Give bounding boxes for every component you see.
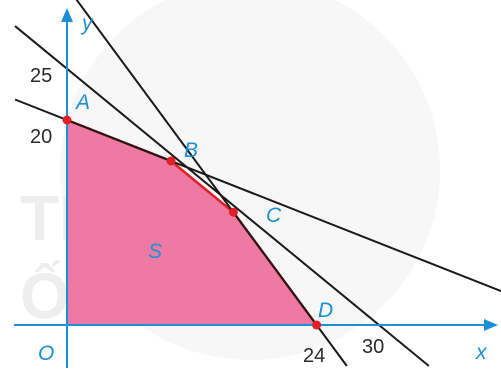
vertex-a [62,115,72,125]
y-axis-arrow-icon [61,8,73,22]
y-axis-label: y [80,12,94,35]
vertex-b [166,156,176,166]
vertex-label-a: A [74,91,90,114]
y-tick-20: 20 [30,126,52,148]
line-through-C-and-D [75,0,348,367]
x-axis-label: x [475,341,488,364]
vertex-d [312,320,322,330]
x-axis-arrow-icon [484,319,498,331]
region-label: S [148,240,162,263]
x-tick-30: 30 [362,336,384,358]
vertex-label-c: C [266,204,282,227]
origin-label: O [38,342,54,365]
vertex-label-d: D [318,299,333,322]
line-through-A-and-B [14,98,501,293]
x-tick-24: 24 [303,345,325,367]
vertex-label-b: B [184,139,198,162]
y-tick-25: 25 [30,65,52,87]
vertex-c [228,207,238,217]
feasible-region-s [67,120,317,325]
